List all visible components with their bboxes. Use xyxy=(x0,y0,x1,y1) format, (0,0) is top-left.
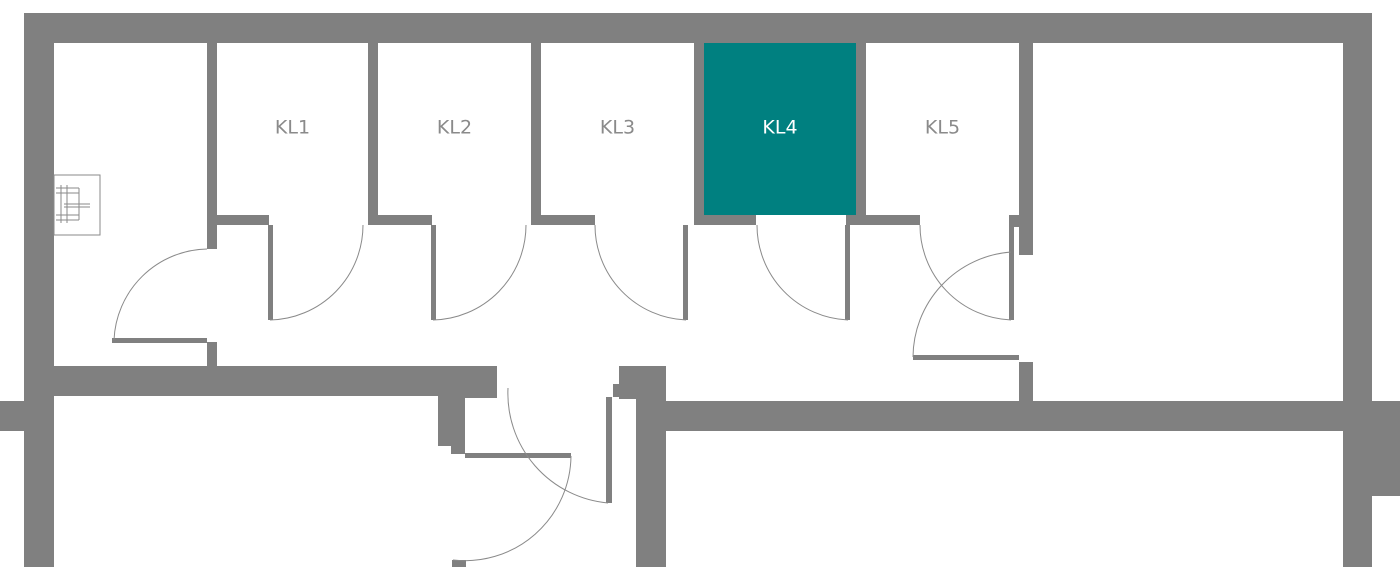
wall-stub-right xyxy=(1372,401,1400,496)
wall-partition-3 xyxy=(531,43,541,225)
door-leaf-kl4 xyxy=(845,225,850,320)
room-label-kl1: KL1 xyxy=(275,117,310,139)
walls xyxy=(0,13,1400,567)
wall-door-jamb-right-lower xyxy=(613,384,666,397)
wall-partition-5 xyxy=(856,43,866,225)
door-arc-corridor xyxy=(507,387,609,504)
wall-corridor-right xyxy=(636,401,1343,431)
room-label-kl3: KL3 xyxy=(600,117,635,139)
wall-front-kl2 xyxy=(368,215,432,225)
room-label-kl4: KL4 xyxy=(762,117,797,139)
door-leaf-left-room xyxy=(112,338,207,343)
door-arc-bottom-room xyxy=(452,455,572,562)
room-label-kl5: KL5 xyxy=(925,117,960,139)
wall-partition-4 xyxy=(694,43,704,225)
wall-front-kl1 xyxy=(207,215,269,225)
wall-partition-1 xyxy=(207,43,217,249)
door-leaf-kl3 xyxy=(683,225,688,320)
door-arc-left-room xyxy=(113,248,208,341)
door-arc-right-room xyxy=(912,251,1012,358)
door-leaf-bottom xyxy=(465,453,571,458)
room-labels: KL1 KL2 KL3 KL4 KL5 xyxy=(275,117,960,139)
room-kl3[interactable] xyxy=(541,43,694,215)
room-kl4[interactable] xyxy=(704,43,856,215)
wall-front-kl3 xyxy=(531,215,595,225)
room-kl5[interactable] xyxy=(866,43,1019,215)
wall-front-kl4 xyxy=(694,215,756,225)
door-leaf-right-room xyxy=(913,355,1019,360)
wall-door-jamb-left-lower xyxy=(451,440,465,454)
wall-front-kl5-b xyxy=(1009,215,1033,227)
door-arc-kl2 xyxy=(432,224,527,321)
door-leaf-kl2 xyxy=(431,225,436,320)
electrical-panel-icon xyxy=(53,174,101,236)
wall-partition-6 xyxy=(1019,43,1033,255)
wall-left xyxy=(24,13,54,567)
wall-corridor-left-jog xyxy=(438,384,497,398)
door-arc-kl1 xyxy=(269,224,364,321)
wall-corridor-left xyxy=(54,366,497,396)
door-leaf-vertical-center xyxy=(606,397,612,503)
wall-partition-2 xyxy=(368,43,378,225)
wall-partition-1-lower xyxy=(207,342,217,366)
door-leaf-kl1 xyxy=(268,225,273,320)
door-leaf-kl5 xyxy=(1009,227,1014,320)
doors xyxy=(112,224,1019,567)
room-kl2[interactable] xyxy=(378,43,531,215)
room-kl1[interactable] xyxy=(217,43,368,215)
wall-partition-6-lower xyxy=(1019,362,1033,401)
wall-door-jamb-left xyxy=(438,396,465,446)
wall-right xyxy=(1343,13,1372,567)
wall-front-kl5-a xyxy=(846,215,920,225)
door-arc-kl3 xyxy=(594,224,687,321)
wall-top xyxy=(24,13,1372,43)
room-label-kl2: KL2 xyxy=(437,117,472,139)
rooms xyxy=(217,43,1019,215)
door-leaf-bottom-room xyxy=(452,560,466,567)
door-arc-kl5 xyxy=(919,224,1012,321)
door-arc-kl4 xyxy=(756,224,849,321)
wall-stub-left xyxy=(0,401,24,431)
